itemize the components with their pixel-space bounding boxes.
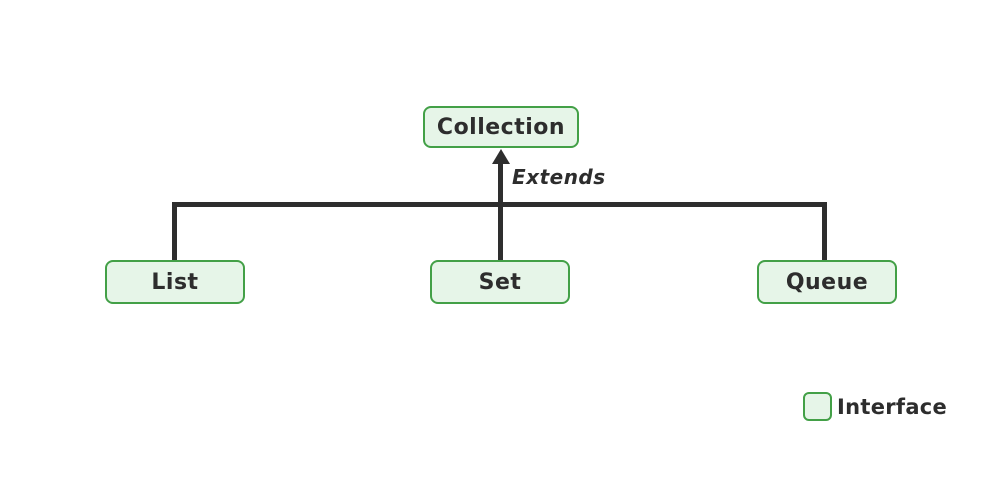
- extends-edge-label: Extends: [512, 165, 606, 189]
- connector-stub-queue: [822, 202, 827, 260]
- node-queue: Queue: [757, 260, 897, 304]
- legend: Interface: [803, 392, 947, 421]
- node-collection: Collection: [423, 106, 579, 148]
- node-list: List: [105, 260, 245, 304]
- legend-interface-label: Interface: [837, 394, 948, 419]
- node-set: Set: [430, 260, 570, 304]
- legend-interface-swatch: [803, 392, 832, 421]
- connector-stub-list: [172, 202, 177, 260]
- extends-arrow-shaft: [498, 160, 503, 260]
- extends-arrow-head-icon: [492, 149, 510, 164]
